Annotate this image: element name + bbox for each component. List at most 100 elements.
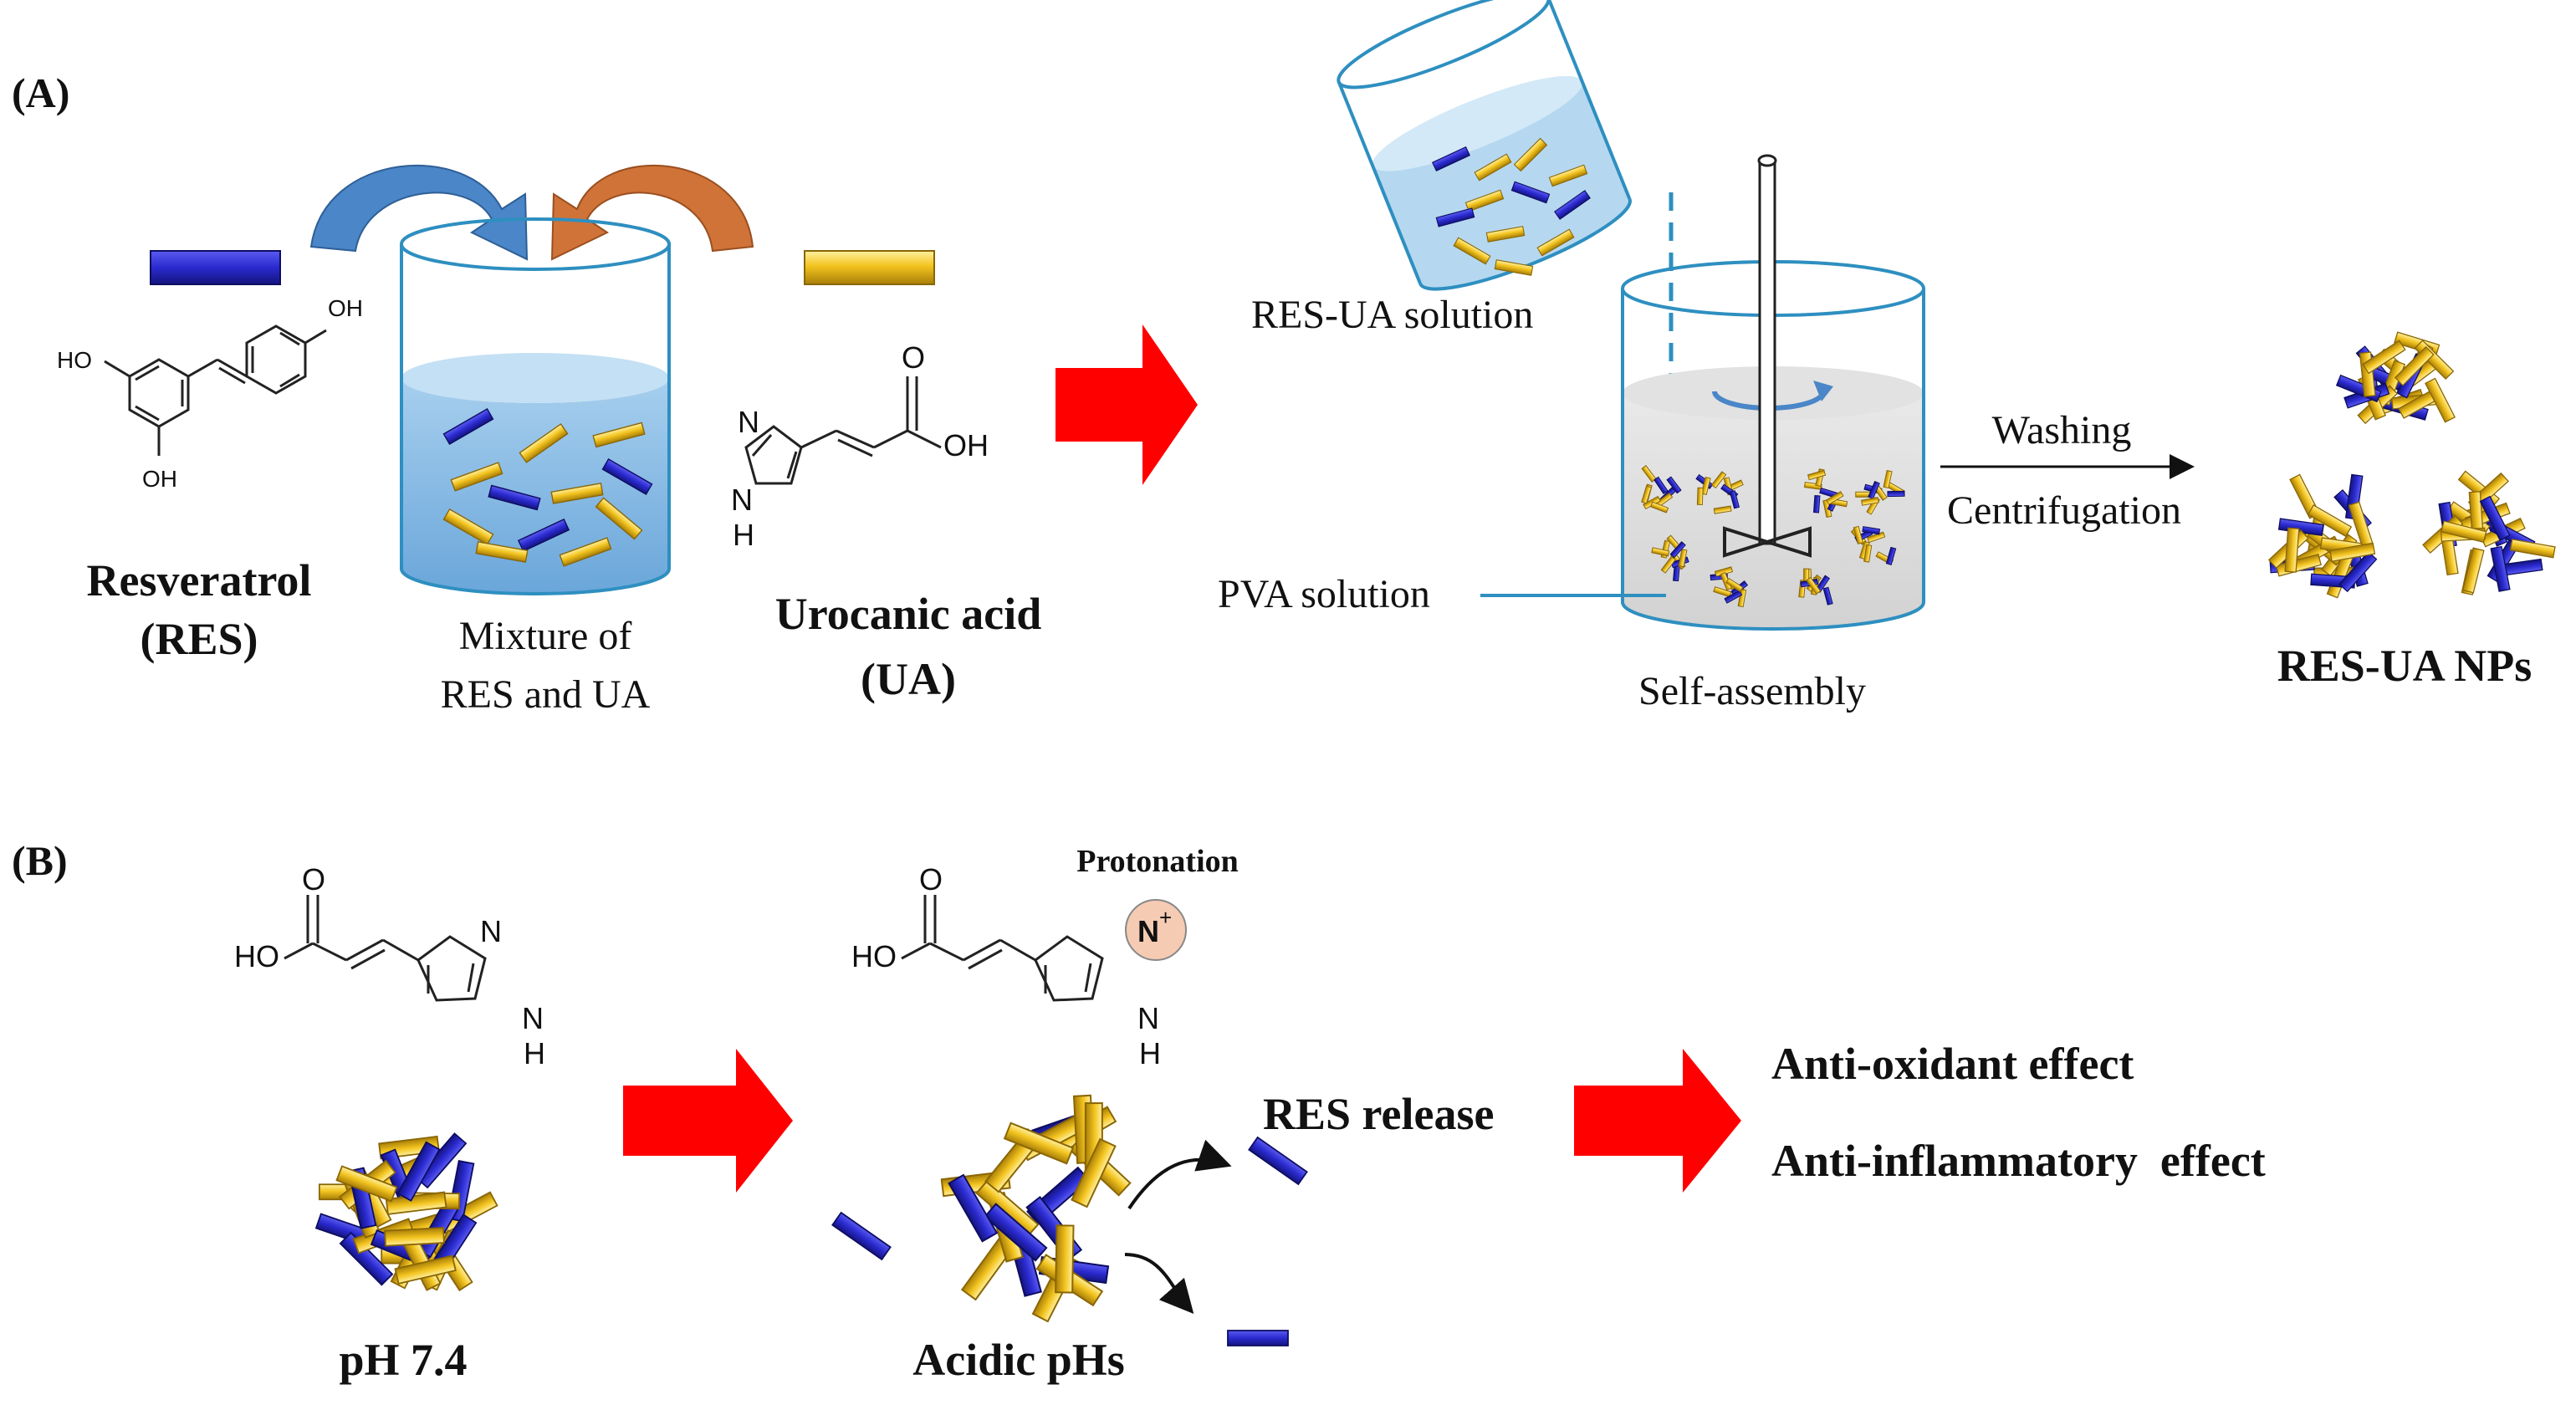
ua-b-h: H bbox=[524, 1036, 545, 1070]
ua-rod bbox=[442, 508, 494, 546]
res-rod bbox=[2479, 495, 2511, 541]
res-release-label: RES release bbox=[1263, 1089, 1494, 1139]
ua-rod bbox=[1494, 259, 1534, 276]
ua-rod bbox=[1071, 1137, 1117, 1208]
ua-rod bbox=[1807, 469, 1827, 481]
res-rod bbox=[1227, 1330, 1289, 1346]
ua-legend-rod bbox=[804, 250, 935, 285]
anti-inflammatory-effect-label: Anti-inflammatory effect bbox=[1771, 1136, 2266, 1186]
ua-p-h: H bbox=[1139, 1036, 1161, 1070]
res-rod bbox=[1885, 546, 1897, 565]
red-arrow-to-acidic bbox=[623, 1049, 793, 1193]
res-rod bbox=[948, 1173, 999, 1243]
acidic-nanoparticle bbox=[831, 1094, 1308, 1346]
res-ua-solution-label: RES-UA solution bbox=[1251, 293, 1533, 337]
release-arrow-upper bbox=[1127, 1139, 1232, 1210]
ua-rod bbox=[2307, 504, 2353, 538]
assembling-particles bbox=[1641, 465, 1905, 608]
ua-rod bbox=[1641, 465, 1657, 483]
ua-o: O bbox=[902, 340, 925, 375]
ua-rod bbox=[1806, 576, 1822, 595]
res-rod bbox=[2490, 545, 2511, 592]
res-rod bbox=[1868, 480, 1880, 500]
ua-nh-n: N bbox=[731, 483, 753, 517]
ua-b-n: N bbox=[480, 914, 502, 948]
ua-rod bbox=[1713, 505, 1732, 514]
ph-neutral-label: pH 7.4 bbox=[339, 1335, 467, 1385]
ua-p-ho: HO bbox=[851, 939, 897, 973]
ua-rod bbox=[2394, 345, 2435, 386]
res-rod bbox=[1669, 541, 1686, 559]
ua-rod bbox=[1825, 491, 1844, 505]
ua-rod bbox=[2509, 539, 2556, 559]
res-legend-rod bbox=[150, 250, 281, 285]
ua-neutral-structure bbox=[284, 895, 487, 1002]
ua-rod bbox=[335, 1165, 398, 1203]
washing-label: Washing bbox=[1992, 408, 2132, 452]
stirrer bbox=[1723, 154, 1812, 558]
res-oh-top: OH bbox=[328, 295, 363, 321]
pva-solution-label: PVA solution bbox=[1218, 572, 1430, 616]
res-rod bbox=[1724, 590, 1743, 604]
resveratrol-structure bbox=[104, 324, 327, 456]
ua-rod bbox=[1737, 589, 1747, 608]
ua-p-nplus: N bbox=[1137, 914, 1159, 948]
ua-rod bbox=[1867, 531, 1886, 544]
ua-rod bbox=[1453, 237, 1491, 265]
ph-acidic-label: Acidic pHs bbox=[912, 1335, 1125, 1385]
res-rod bbox=[1729, 490, 1740, 509]
ua-rod bbox=[559, 537, 612, 567]
ua-nh-h: H bbox=[733, 518, 754, 552]
antioxidant-effect-label: Anti-oxidant effect bbox=[1771, 1039, 2134, 1089]
ua-rod bbox=[475, 541, 529, 563]
res-ua-nps-label: RES-UA NPs bbox=[2277, 641, 2533, 691]
res-rod bbox=[601, 457, 653, 496]
res-rod bbox=[831, 1211, 892, 1261]
ua-rod bbox=[1485, 226, 1526, 243]
ua-rod bbox=[519, 423, 569, 463]
ua-oh: OH bbox=[943, 428, 989, 462]
ua-rod bbox=[1474, 153, 1512, 181]
res-rod bbox=[1822, 586, 1833, 605]
ua-rod bbox=[550, 483, 604, 504]
ua-rod bbox=[592, 422, 646, 448]
res-rod bbox=[488, 484, 541, 511]
res-rod bbox=[339, 1231, 394, 1286]
self-assembly-label: Self-assembly bbox=[1638, 669, 1866, 713]
ua-rod bbox=[1003, 1121, 1075, 1165]
mixture-rods bbox=[442, 407, 653, 567]
ua-rod bbox=[1660, 555, 1676, 574]
ua-rod bbox=[2441, 520, 2487, 544]
stirring-arrowhead bbox=[1813, 381, 1833, 401]
ua-rod bbox=[1863, 544, 1873, 563]
res-name: Resveratrol bbox=[87, 555, 312, 605]
res-rod bbox=[1248, 1136, 1308, 1186]
panel-a-label: (A) bbox=[12, 69, 69, 116]
res-rod bbox=[1812, 495, 1821, 513]
neutral-nanoparticle bbox=[314, 1132, 498, 1292]
pouring-rods bbox=[1432, 137, 1591, 276]
ua-rod bbox=[2425, 377, 2456, 423]
ua-rod bbox=[1678, 549, 1688, 568]
ua-rod bbox=[1696, 487, 1704, 506]
ua-rod bbox=[1725, 577, 1744, 593]
ua-rod bbox=[394, 1254, 457, 1285]
ua-b-nh: N bbox=[522, 1001, 544, 1035]
res-rod bbox=[517, 519, 570, 552]
panel-b-label: (B) bbox=[12, 837, 68, 884]
release-arrow-lower bbox=[1124, 1253, 1194, 1315]
ua-n: N bbox=[738, 405, 759, 439]
ua-rod bbox=[1548, 164, 1588, 187]
ua-rod bbox=[1650, 501, 1669, 513]
protonation-label: Protonation bbox=[1076, 844, 1239, 879]
ua-rod bbox=[1513, 137, 1548, 172]
ua-b-o: O bbox=[302, 862, 325, 897]
urocanic-acid-structure bbox=[744, 376, 942, 485]
ua-rod bbox=[2329, 542, 2376, 562]
ua-p-o: O bbox=[919, 862, 943, 897]
res-ua-nanoparticles bbox=[2267, 331, 2556, 599]
ua-p-plus: + bbox=[1159, 905, 1172, 930]
res-rod bbox=[442, 407, 494, 446]
ua-protonated-structure bbox=[901, 895, 1104, 1002]
